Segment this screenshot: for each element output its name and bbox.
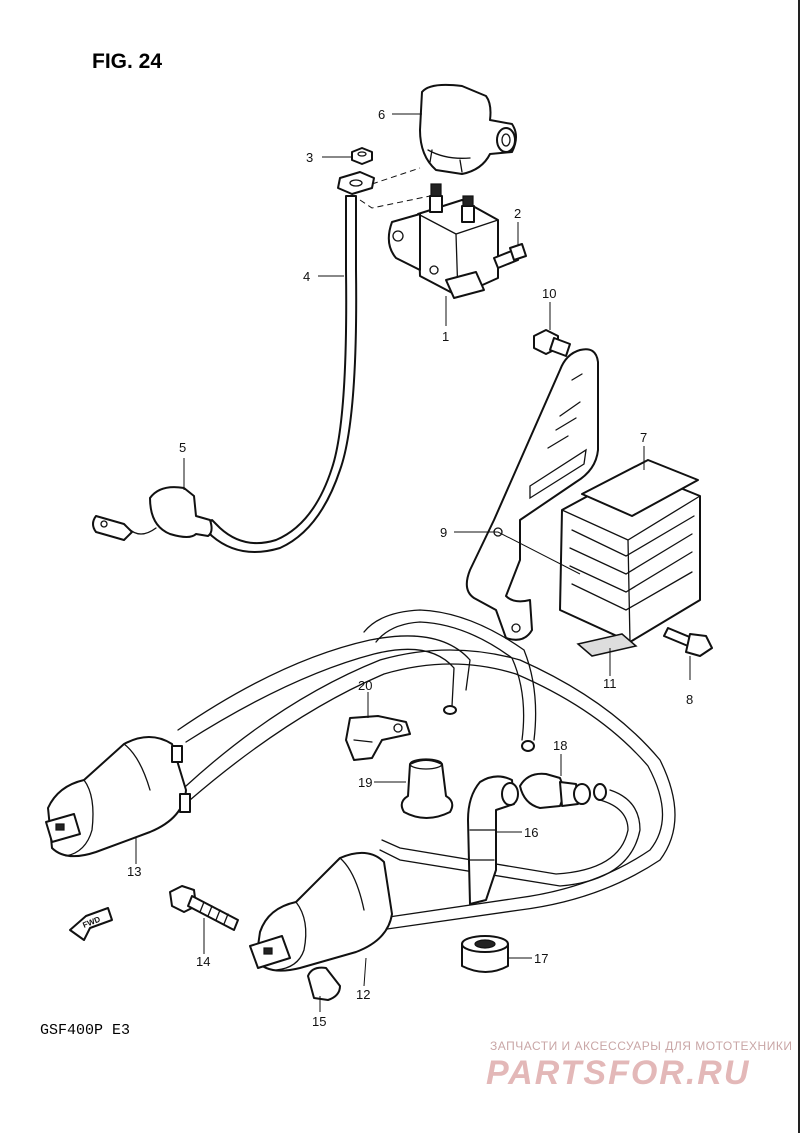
part-1-starter-relay <box>387 183 499 299</box>
callout-16: 16 <box>524 825 538 840</box>
callout-2: 2 <box>514 206 521 221</box>
part-5-terminal-boot <box>92 486 213 541</box>
callout-11: 11 <box>603 676 617 691</box>
watermark-brand: PARTSFOR.RU <box>486 1054 750 1092</box>
part-3-nut <box>351 147 373 165</box>
callout-10: 10 <box>542 286 556 301</box>
callout-3: 3 <box>306 150 313 165</box>
part-9-bracket <box>465 348 599 641</box>
callout-12: 12 <box>356 987 370 1002</box>
part-6-terminal-cap <box>419 83 517 175</box>
callout-labels: 6 3 2 4 10 1 7 5 9 11 20 8 18 19 16 13 1… <box>127 107 693 1029</box>
callout-4: 4 <box>303 269 310 284</box>
fwd-direction-arrow: FWD <box>69 907 113 941</box>
callout-14: 14 <box>196 954 210 969</box>
figure-title: FIG. 24 <box>92 50 162 73</box>
callout-8: 8 <box>686 692 693 707</box>
part-14-bolt <box>169 885 239 931</box>
part-7-regulator-rectifier <box>559 459 701 643</box>
part-8-bolt <box>663 627 713 657</box>
callout-18: 18 <box>553 738 567 753</box>
part-17-cap-ring <box>461 935 509 973</box>
callout-20: 20 <box>358 678 372 693</box>
part-12-ignition-coil <box>249 851 393 972</box>
part-4-cable <box>203 167 431 553</box>
leader-lines <box>135 113 691 1012</box>
part-19-rubber-cap <box>400 758 454 819</box>
callout-15: 15 <box>312 1014 326 1029</box>
model-code: GSF400P E3 <box>40 1022 130 1039</box>
part-18-plug-cap <box>519 772 607 809</box>
part-20-clamp <box>345 715 411 761</box>
part-16-elbow-cap <box>467 775 519 905</box>
high-tension-leads <box>177 609 676 931</box>
part-13-ignition-coil <box>45 736 191 858</box>
part-2-bolt <box>493 243 527 269</box>
watermark-caption: ЗАПЧАСТИ И АКСЕССУАРЫ ДЛЯ МОТОТЕХНИКИ <box>490 1039 792 1053</box>
watermark: ЗАПЧАСТИ И АКСЕССУАРЫ ДЛЯ МОТОТЕХНИКИ PA… <box>486 1039 792 1092</box>
callout-6: 6 <box>378 107 385 122</box>
callout-9: 9 <box>440 525 447 540</box>
part-10-bolt <box>533 329 571 357</box>
callout-19: 19 <box>358 775 372 790</box>
callout-1: 1 <box>442 329 449 344</box>
part-11-pad <box>576 633 638 657</box>
callout-5: 5 <box>179 440 186 455</box>
callout-7: 7 <box>640 430 647 445</box>
callout-17: 17 <box>534 951 548 966</box>
callout-13: 13 <box>127 864 141 879</box>
part-15-collar <box>307 966 341 1001</box>
